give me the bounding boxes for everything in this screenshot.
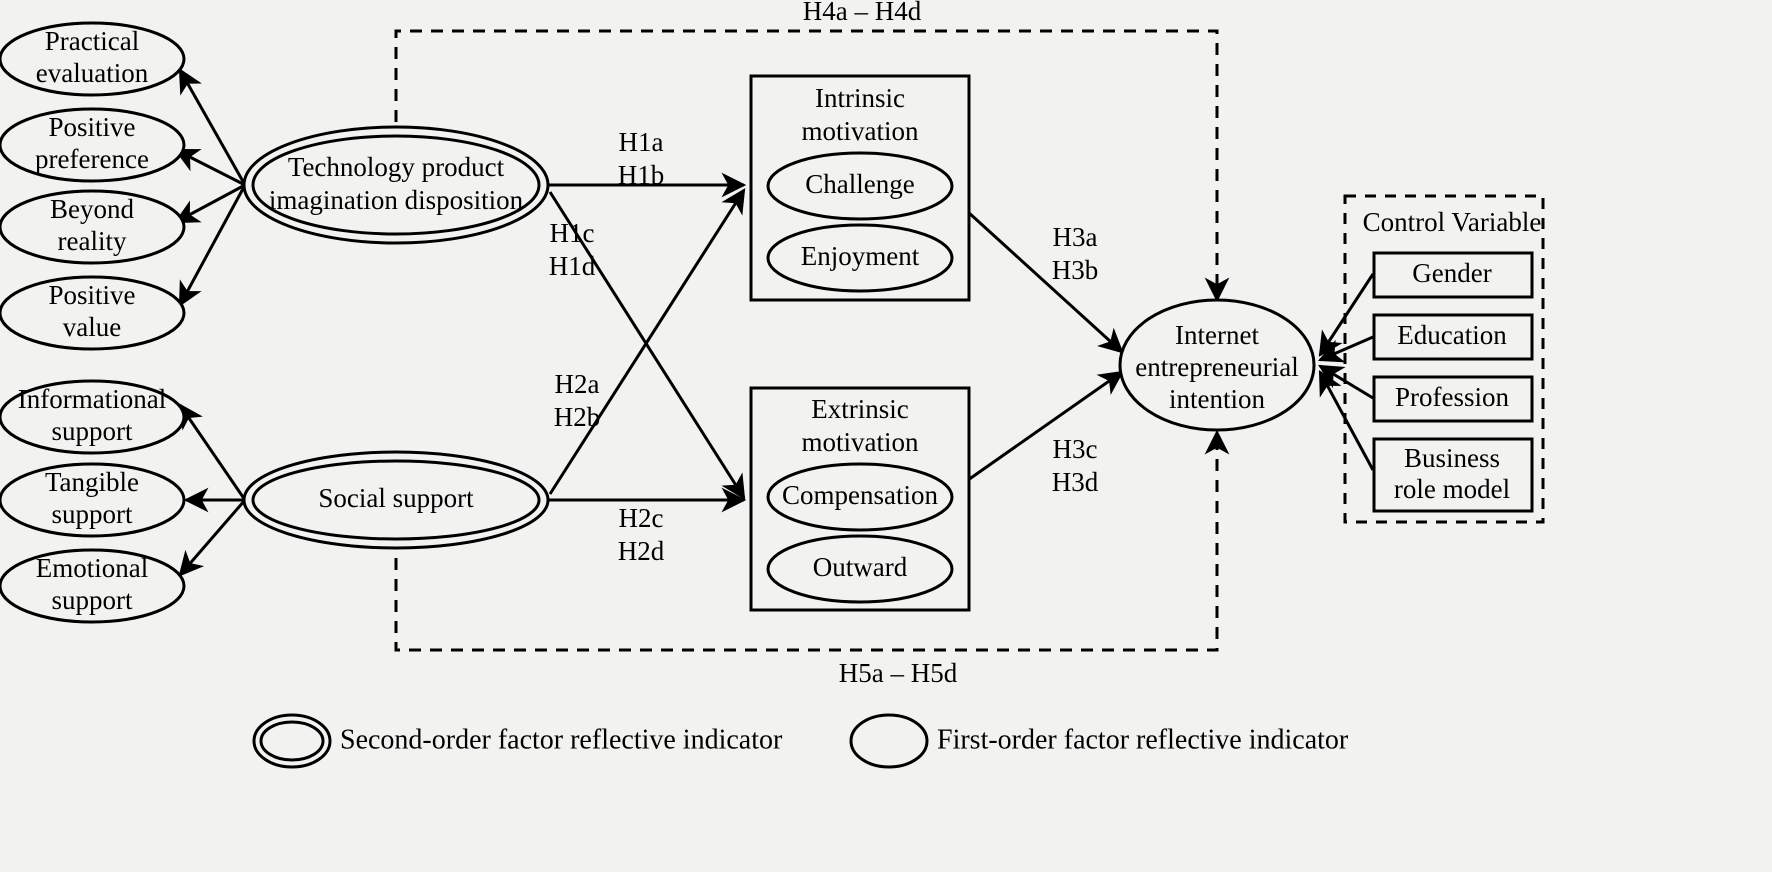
control-variable-title: Control Variable <box>1363 207 1542 237</box>
indicator-positive-value[interactable] <box>0 277 184 349</box>
indicator-label: Practical <box>45 26 139 56</box>
indicator-label: Beyond <box>50 194 134 224</box>
indicator-label: Tangible <box>45 467 139 497</box>
hypothesis-label-h3c: H3c <box>1053 434 1098 464</box>
indicator-positive-preference[interactable] <box>0 109 184 181</box>
indicator-label: reality <box>58 226 127 256</box>
hypothesis-label-h1a: H1a <box>619 127 664 157</box>
hypothesis-label-h1d: H1d <box>549 251 596 281</box>
indicator-label: Positive <box>48 112 135 142</box>
second-order-label: Social support <box>318 483 474 513</box>
indicator-label: support <box>52 416 133 446</box>
hypothesis-label-h3a: H3a <box>1053 222 1098 252</box>
legend-symbol-second-order <box>254 715 330 767</box>
facet-outward[interactable] <box>768 536 952 602</box>
control-item-label: Profession <box>1395 382 1509 412</box>
legend-label-second-order: Second-order factor reflective indicator <box>340 724 783 755</box>
indicator-label: support <box>52 499 133 529</box>
hypothesis-label-h1c: H1c <box>550 218 595 248</box>
facet-label: Challenge <box>805 169 914 199</box>
second-order-tpid[interactable] <box>244 127 548 243</box>
second-order-label: Technology product <box>288 152 505 182</box>
indicator-label: evaluation <box>36 58 149 88</box>
control-item-box-gender[interactable] <box>1374 253 1532 297</box>
hypothesis-label-h2c: H2c <box>619 503 664 533</box>
indicator-beyond-reality[interactable] <box>0 191 184 263</box>
indicator-emotional-support[interactable] <box>0 550 184 622</box>
hypothesis-label-h2b: H2b <box>554 402 601 432</box>
outcome-label: Internet <box>1175 320 1259 350</box>
control-item-label: Business <box>1404 443 1500 473</box>
motivation-box-title: Intrinsic <box>815 83 905 113</box>
second-order-social-support[interactable] <box>244 452 548 548</box>
control-item-label: role model <box>1394 474 1510 504</box>
facet-compensation[interactable] <box>768 464 952 530</box>
tpid-indicator-arrows <box>173 68 245 307</box>
indicator-label: Informational <box>18 384 166 414</box>
facet-label: Outward <box>813 552 908 582</box>
structural-arrows <box>548 172 1124 513</box>
indicator-label: Emotional <box>36 553 148 583</box>
motivation-box-title: Extrinsic <box>811 394 908 424</box>
facet-label: Compensation <box>782 480 938 510</box>
outcome-internet-entrepreneurial-intention[interactable] <box>1120 300 1314 430</box>
control-item-box-business-role-model[interactable] <box>1374 439 1532 511</box>
hypothesis-label-h4: H4a – H4d <box>803 0 922 26</box>
hypothesis-label-h1b: H1b <box>618 160 665 190</box>
facet-label: Enjoyment <box>801 241 920 271</box>
legend-label-first-order: First-order factor reflective indicator <box>937 724 1349 755</box>
indicator-label: preference <box>35 144 149 174</box>
motivation-box-title: motivation <box>802 116 919 146</box>
motivation-box-title: motivation <box>802 427 919 457</box>
control-item-box-education[interactable] <box>1374 315 1532 359</box>
hypothesis-label-h3d: H3d <box>1052 467 1099 497</box>
indicator-tangible-support[interactable] <box>0 464 184 536</box>
control-variable-container <box>1345 196 1543 522</box>
hypothesis-label-h5: H5a – H5d <box>839 658 958 688</box>
indicator-informational-support[interactable] <box>0 381 184 453</box>
control-item-label: Education <box>1397 320 1507 350</box>
indicator-label: support <box>52 585 133 615</box>
hypothesis-label-h3b: H3b <box>1052 255 1099 285</box>
facet-challenge[interactable] <box>768 153 952 219</box>
control-item-label: Gender <box>1412 258 1491 288</box>
indicator-label: value <box>63 312 121 342</box>
outcome-label: intention <box>1169 384 1265 414</box>
hypothesis-label-h2d: H2d <box>618 536 665 566</box>
indicator-label: Positive <box>48 280 135 310</box>
indicator-practical-evaluation[interactable] <box>0 23 184 95</box>
hypothesis-label-h2a: H2a <box>555 369 600 399</box>
legend-symbol-first-order <box>851 715 927 767</box>
control-item-box-profession[interactable] <box>1374 377 1532 421</box>
second-order-label: imagination disposition <box>269 185 524 215</box>
social-support-indicator-arrows <box>178 403 245 577</box>
facet-enjoyment[interactable] <box>768 225 952 291</box>
outcome-label: entrepreneurial <box>1135 352 1298 382</box>
